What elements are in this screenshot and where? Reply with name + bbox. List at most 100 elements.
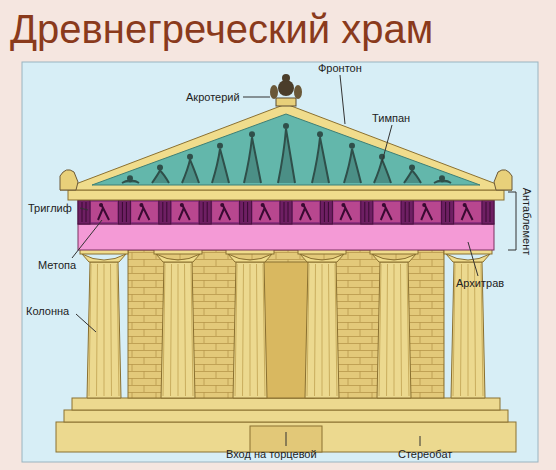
drawing-stroke <box>171 264 172 396</box>
metope <box>131 202 157 222</box>
drawing-stroke <box>283 123 289 129</box>
drawing-stroke <box>162 202 163 222</box>
metope <box>212 202 238 222</box>
drawing-stroke <box>490 202 491 222</box>
drawing-stroke <box>104 264 105 396</box>
drawing-stroke <box>387 264 388 396</box>
drawing-stroke <box>335 264 337 396</box>
drawing-stroke <box>207 202 208 222</box>
drawing-stroke <box>349 143 355 149</box>
pediment <box>60 104 512 190</box>
drawing-stroke <box>278 129 295 183</box>
drawing-stroke <box>157 164 163 170</box>
drawing-stroke <box>301 203 305 207</box>
metope <box>253 202 279 222</box>
column-shaft <box>87 262 121 398</box>
drawing-stroke <box>315 264 316 396</box>
part-label: Тимпан <box>372 112 410 125</box>
drawing-stroke <box>187 154 193 160</box>
drawing-stroke <box>122 202 123 222</box>
drawing-stroke <box>409 164 415 170</box>
triglyph <box>199 200 211 224</box>
part-label: Акротерий <box>186 91 240 104</box>
drawing-stroke <box>163 264 165 396</box>
page-title: Древнегреческий храм <box>10 6 433 52</box>
drawing-stroke <box>300 204 311 220</box>
drawing-stroke <box>463 203 467 207</box>
triglyphs-metopes <box>78 200 494 224</box>
drawing-stroke <box>368 202 369 222</box>
part-label: Фронтон <box>318 62 362 75</box>
triglyph <box>78 200 90 224</box>
column-shaft <box>305 262 339 398</box>
drawing-stroke <box>381 204 392 220</box>
panel-ground <box>22 62 538 462</box>
drawing-stroke <box>486 202 487 222</box>
drawing-stroke <box>404 170 421 183</box>
drawing-stroke <box>439 175 445 181</box>
drawing-stroke <box>462 204 473 220</box>
part-label: Триглиф <box>28 202 72 215</box>
drawing-stroke <box>243 264 244 396</box>
tympanum <box>92 114 480 185</box>
drawing-stroke <box>312 137 329 183</box>
drawing-stroke <box>324 202 325 222</box>
triglyph <box>401 200 413 224</box>
drawing-stroke <box>260 204 271 220</box>
drawing-stroke <box>341 203 345 207</box>
triglyph <box>361 200 373 224</box>
drawing-stroke <box>364 202 365 222</box>
drawing-stroke <box>344 149 361 183</box>
drawing-stroke <box>217 143 223 149</box>
drawing-stroke <box>179 204 190 220</box>
drawing-stroke <box>244 137 261 183</box>
drawing-stroke <box>99 203 103 207</box>
column-capital <box>300 254 344 262</box>
part-label: Метопа <box>38 259 76 272</box>
drawing-stroke <box>98 204 109 220</box>
drawing-stroke <box>82 202 83 222</box>
triglyph <box>159 200 171 224</box>
triglyph <box>442 200 454 224</box>
drawing-stroke <box>138 204 149 220</box>
drawing-stroke <box>261 203 265 207</box>
acroterion <box>270 74 302 106</box>
drawing-stroke <box>220 203 224 207</box>
drawing-stroke <box>394 264 395 396</box>
drawing-stroke <box>127 175 133 181</box>
part-label: Антаблемент <box>521 187 534 255</box>
column-shaft <box>377 262 411 398</box>
drawing-stroke <box>263 264 265 396</box>
part-label: Стереобат <box>398 448 452 461</box>
drawing-stroke <box>178 264 179 396</box>
column-capital <box>446 254 490 262</box>
frieze <box>78 200 494 224</box>
drawing-stroke <box>340 204 351 220</box>
drawing-stroke <box>307 264 309 396</box>
cella-wall <box>128 250 444 398</box>
drawing-stroke <box>379 264 381 396</box>
column-capital <box>82 254 126 262</box>
drawing-stroke <box>317 131 323 137</box>
drawing-stroke <box>257 264 258 396</box>
drawing-stroke <box>117 264 119 396</box>
cornice <box>68 190 504 200</box>
drawing-stroke <box>328 202 329 222</box>
drawing-stroke <box>89 264 91 396</box>
metope <box>414 202 440 222</box>
column-shaft <box>161 262 195 398</box>
drawing-stroke <box>166 202 167 222</box>
leader-lines <box>72 75 516 446</box>
tympanum-sculpture <box>122 123 451 183</box>
metope <box>374 202 400 222</box>
drawing-stroke <box>126 202 127 222</box>
drawing-stroke <box>152 170 169 183</box>
drawing-stroke <box>203 202 204 222</box>
drawing-stroke <box>219 204 230 220</box>
drawing-stroke <box>86 202 87 222</box>
drawing-stroke <box>449 202 450 222</box>
drawing-stroke <box>453 264 455 396</box>
drawing-stroke <box>284 202 285 222</box>
drawing-stroke <box>97 264 98 396</box>
